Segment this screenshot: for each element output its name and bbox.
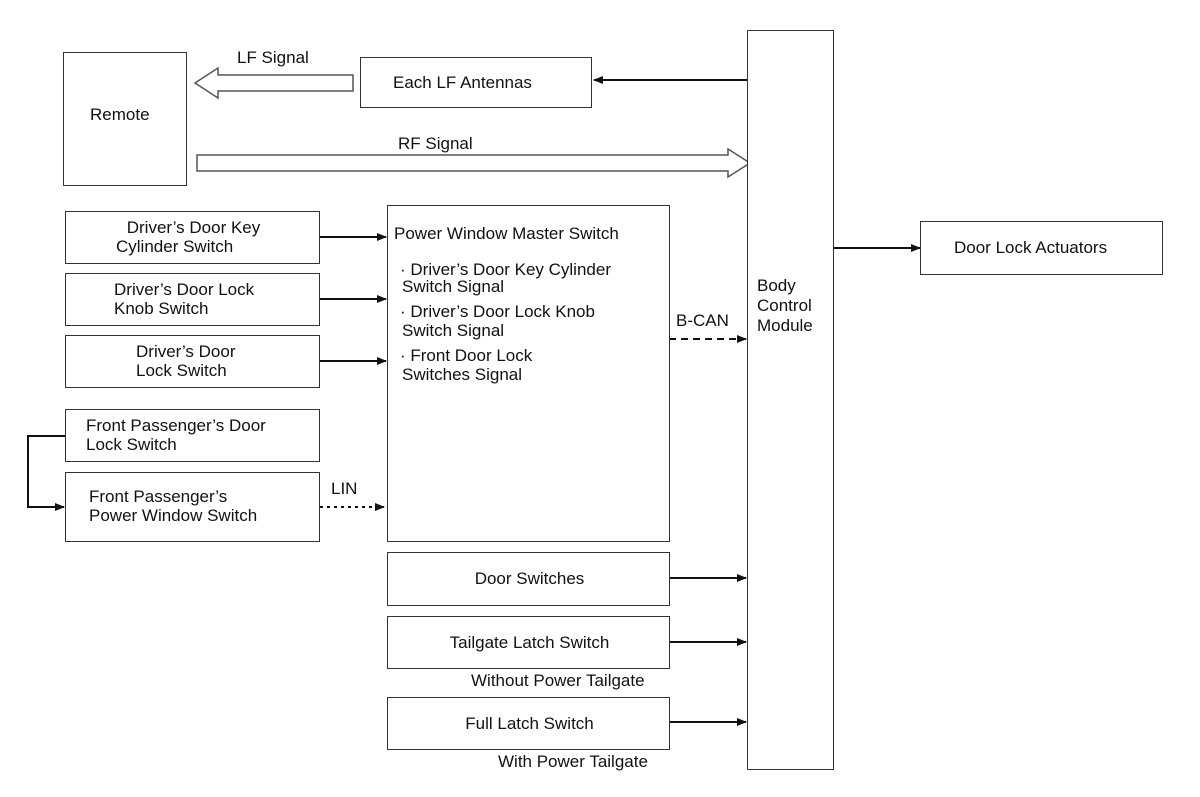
pwms-title: Power Window Master Switch	[394, 224, 619, 243]
full-latch-switch-box: Full Latch Switch	[387, 697, 670, 750]
fp-door-lock-line2: Lock Switch	[86, 435, 177, 454]
lin-label: LIN	[331, 479, 358, 498]
key-cylinder-switch-box: Driver’s Door Key Cylinder Switch	[65, 211, 320, 264]
door-lock-switch-line1: Driver’s Door	[136, 342, 236, 361]
lf-signal-label: LF Signal	[237, 48, 309, 67]
door-lock-actuators-box: Door Lock Actuators	[920, 221, 1163, 275]
door-lock-switch-line2: Lock Switch	[136, 361, 227, 380]
key-cylinder-line1: Driver’s Door Key	[126, 218, 261, 237]
lf-signal-arrow	[193, 66, 354, 100]
fp-bracket-arrow	[27, 435, 66, 511]
pwms-item1-line2: Switch Signal	[402, 277, 505, 296]
remote-label: Remote	[90, 105, 150, 124]
pwms-box: Power Window Master Switch · Driver’s Do…	[387, 205, 670, 542]
tailgate-latch-label: Tailgate Latch Switch	[449, 633, 610, 652]
fp-power-window-line2: Power Window Switch	[89, 506, 258, 525]
bcm-box: Body Control Module	[747, 30, 834, 770]
lock-knob-line2: Knob Switch	[114, 299, 209, 318]
bcm-label-line2: Control	[757, 296, 812, 315]
full-latch-label: Full Latch Switch	[465, 714, 594, 733]
pwms-item2-line2: Switch Signal	[402, 321, 505, 340]
rf-signal-label: RF Signal	[398, 134, 473, 153]
rf-signal-arrow	[196, 147, 752, 179]
tailgate-latch-switch-box: Tailgate Latch Switch	[387, 616, 670, 669]
door-lock-switch-box: Driver’s Door Lock Switch	[65, 335, 320, 388]
with-power-tailgate-label: With Power Tailgate	[498, 752, 648, 771]
door-lock-actuators-label: Door Lock Actuators	[954, 238, 1108, 257]
lf-antennas-label: Each LF Antennas	[393, 73, 532, 92]
bcm-label-line3: Module	[757, 316, 813, 335]
pwms-item3-line2: Switches Signal	[402, 365, 523, 384]
door-switches-label: Door Switches	[474, 569, 585, 588]
pwms-item1-line1: · Driver’s Door Key Cylinder	[400, 260, 611, 279]
lock-knob-line1: Driver’s Door Lock	[114, 280, 255, 299]
pwms-item3-line1: · Front Door Lock	[400, 346, 533, 365]
b-can-label: B-CAN	[676, 311, 729, 330]
pwms-item2-line1: · Driver’s Door Lock Knob	[400, 302, 595, 321]
fp-door-lock-switch-box: Front Passenger’s Door Lock Switch	[65, 409, 320, 462]
door-switches-box: Door Switches	[387, 552, 670, 606]
without-power-tailgate-label: Without Power Tailgate	[471, 671, 645, 690]
fp-power-window-line1: Front Passenger’s	[89, 487, 228, 506]
fp-power-window-switch-box: Front Passenger’s Power Window Switch	[65, 472, 320, 542]
bcm-label-line1: Body	[757, 276, 796, 295]
lf-antennas-box: Each LF Antennas	[360, 57, 592, 108]
key-cylinder-line2: Cylinder Switch	[116, 237, 234, 256]
lock-knob-switch-box: Driver’s Door Lock Knob Switch	[65, 273, 320, 326]
remote-box: Remote	[63, 52, 187, 186]
fp-door-lock-line1: Front Passenger’s Door	[86, 416, 266, 435]
